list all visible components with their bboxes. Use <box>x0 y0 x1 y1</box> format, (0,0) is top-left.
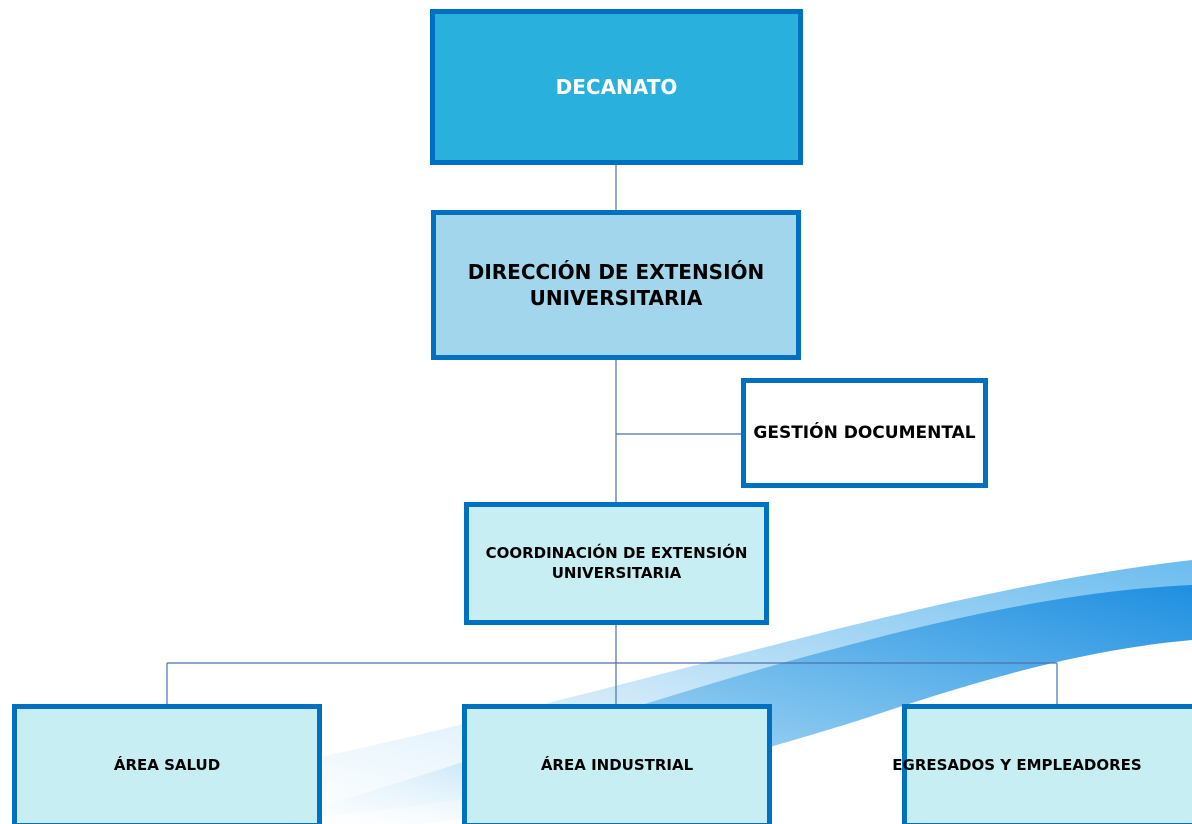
egresados-label: EGRESADOS Y EMPLEADORES <box>892 756 1142 775</box>
coordinacion-box: COORDINACIÓN DE EXTENSIÓN UNIVERSITARIA <box>464 502 769 625</box>
area-industrial-label: ÁREA INDUSTRIAL <box>540 756 694 775</box>
coordinacion-label: COORDINACIÓN DE EXTENSIÓN UNIVERSITARIA <box>485 544 748 582</box>
gestion-documental-label: GESTIÓN DOCUMENTAL <box>753 422 976 443</box>
decanato-box: DECANATO <box>430 9 803 165</box>
area-industrial-box: ÁREA INDUSTRIAL <box>462 704 772 824</box>
area-salud-label: ÁREA SALUD <box>113 756 221 775</box>
direccion-box: DIRECCIÓN DE EXTENSIÓN UNIVERSITARIA <box>431 210 801 360</box>
decanato-label: DECANATO <box>555 75 678 99</box>
egresados-box: EGRESADOS Y EMPLEADORES <box>892 704 1192 824</box>
direccion-label: DIRECCIÓN DE EXTENSIÓN UNIVERSITARIA <box>467 260 765 310</box>
area-salud-box: ÁREA SALUD <box>12 704 322 824</box>
gestion-documental-box: GESTIÓN DOCUMENTAL <box>741 378 988 488</box>
